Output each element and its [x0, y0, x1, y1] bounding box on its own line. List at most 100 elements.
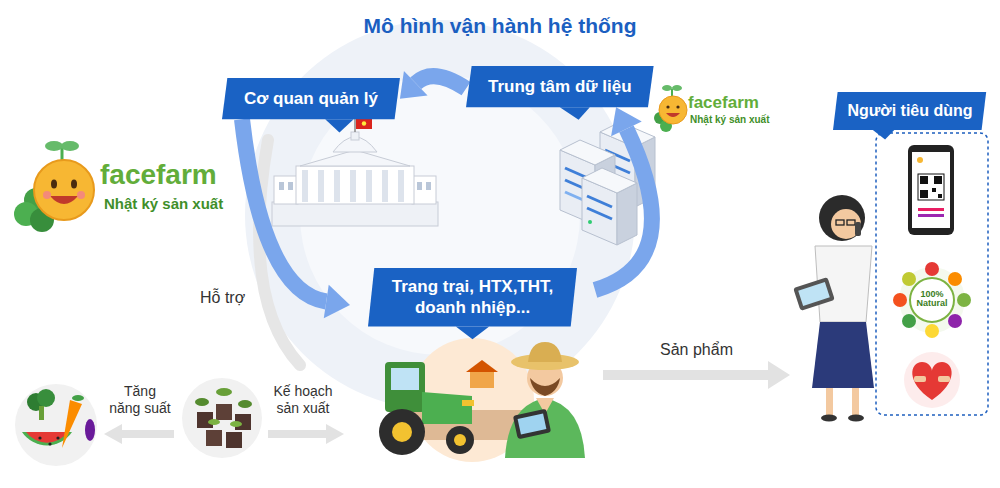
vegetables — [39, 406, 44, 420]
heart-icon — [938, 376, 950, 382]
seedlings — [182, 378, 262, 458]
vegetables — [48, 442, 51, 445]
government-building — [274, 176, 298, 204]
arrow-head — [324, 285, 350, 319]
diagram-title: Mô hình vận hành hệ thống — [0, 14, 1000, 38]
natural-badge — [957, 293, 971, 307]
label-text: Kế hoạch sản xuất — [268, 383, 338, 417]
vegetables — [72, 395, 84, 401]
government-building — [272, 202, 438, 226]
label-text: facefarm — [688, 93, 759, 113]
connector-arrow — [242, 119, 350, 318]
natural-badge — [893, 293, 907, 307]
farm-illustration — [391, 368, 419, 390]
phone-qr — [918, 208, 944, 211]
heart-icon — [914, 376, 926, 382]
label-text: Nhật ký sản xuất — [690, 114, 769, 126]
government-building — [398, 170, 404, 202]
phone-qr — [918, 214, 944, 217]
farm-illustration — [379, 338, 585, 462]
banner-tail — [560, 107, 590, 119]
seedlings — [226, 432, 242, 448]
flow-arrow — [104, 424, 344, 444]
government-building — [296, 166, 414, 204]
phone-qr — [912, 152, 950, 228]
consumer-illustration — [876, 133, 988, 415]
phone-qr — [918, 174, 944, 200]
phone-qr — [938, 194, 942, 198]
natural-badge — [893, 262, 971, 338]
consumer-illustration — [852, 388, 859, 416]
logo-icon — [43, 191, 51, 199]
logo-icon — [672, 85, 682, 91]
callout-banner: Trung tâm dữ liệu — [466, 66, 654, 107]
seedlings — [238, 400, 252, 408]
consumer-illustration — [819, 195, 865, 241]
heart-icon — [904, 352, 960, 408]
seedlings — [216, 404, 232, 420]
banner-tail — [325, 119, 353, 132]
consumer-illustration — [826, 388, 833, 416]
logo-icon — [666, 105, 669, 108]
seedlings — [230, 421, 242, 427]
farm-illustration — [513, 409, 551, 440]
vegetables — [62, 400, 82, 448]
government-building — [318, 170, 324, 202]
arrow-head — [611, 107, 642, 136]
farm-illustration — [454, 434, 466, 446]
connector-arrow — [400, 71, 466, 99]
callout-banner: Cơ quan quản lý — [222, 78, 400, 119]
farm-illustration — [518, 413, 547, 434]
heart-icon — [912, 362, 951, 400]
flow-arrow — [122, 430, 174, 438]
phone-qr — [908, 145, 954, 235]
banner-text-group: Người tiêu dùng — [833, 92, 986, 130]
logo-icon — [77, 191, 85, 199]
natural-badge — [925, 262, 939, 276]
logo-icon — [71, 180, 77, 189]
vegetables — [56, 436, 59, 439]
vegetables — [38, 436, 41, 439]
government-building — [350, 170, 356, 202]
consumer-illustration — [836, 220, 844, 225]
phone-qr — [908, 145, 954, 235]
label-text: 100% Natural — [912, 290, 952, 309]
natural-badge — [948, 272, 962, 286]
farm-illustration — [392, 422, 412, 442]
banner-text-group: Cơ quan quản lý — [222, 78, 400, 119]
logo-icon — [51, 180, 57, 189]
seedlings — [208, 419, 220, 425]
vegetables — [15, 384, 97, 466]
consumer-illustration — [821, 415, 837, 422]
banner-text: Người tiêu dùng — [847, 101, 972, 121]
logo-icon — [45, 141, 63, 151]
banner-body — [368, 268, 577, 327]
phone-qr — [932, 188, 936, 192]
phone-qr — [920, 190, 928, 198]
banner-body — [466, 66, 654, 107]
connector-line — [242, 119, 326, 301]
vegetables — [85, 419, 95, 441]
flow-arrow — [268, 430, 326, 438]
connector-arrow — [595, 107, 652, 290]
connector-line — [603, 370, 768, 380]
logo-icon — [61, 148, 64, 160]
vegetables — [26, 432, 68, 443]
callout-banner: Người tiêu dùng — [790, 88, 995, 425]
arrow-head — [400, 71, 428, 99]
connector-arrow — [603, 361, 790, 389]
label-text: Tăng năng suất — [107, 383, 173, 417]
logo-icon — [61, 141, 79, 151]
seedlings — [216, 388, 232, 396]
farm-illustration — [385, 362, 425, 412]
government-building — [288, 182, 293, 190]
consumer-illustration — [793, 133, 988, 422]
label-text: facefarm — [100, 158, 217, 192]
farm-illustration — [530, 378, 560, 396]
callout-banner: Trang trại, HTX,THT, doanh nhiệp... — [350, 262, 595, 458]
logo-icon — [671, 89, 673, 96]
natural-badge — [899, 267, 965, 333]
government-building — [362, 121, 366, 125]
consumer-illustration — [848, 415, 864, 422]
